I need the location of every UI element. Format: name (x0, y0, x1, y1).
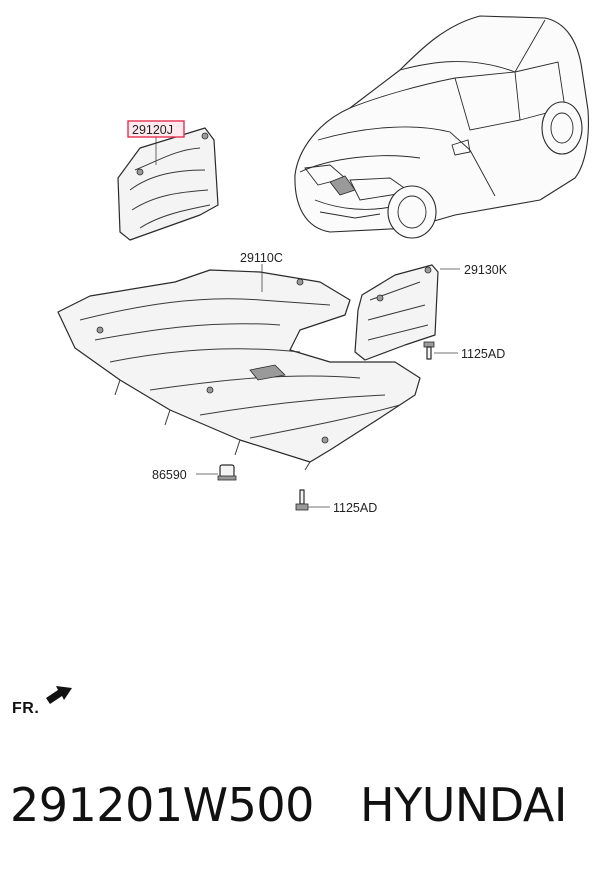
front-direction-label: FR. (12, 700, 40, 717)
bolt-1125ad-lower[interactable] (295, 489, 309, 511)
callout-29120j[interactable]: 29120J (132, 123, 173, 137)
callout-1125ad-upper[interactable]: 1125AD (461, 347, 505, 361)
callout-29130k[interactable]: 29130K (464, 263, 508, 277)
clip-86590[interactable] (217, 464, 237, 481)
leader-lines (155, 137, 460, 508)
part-29110c-under-cover[interactable] (57, 269, 421, 471)
callout-1125ad-lower[interactable]: 1125AD (333, 501, 377, 515)
callout-29110c[interactable]: 29110C (240, 251, 283, 265)
bolt-1125ad-upper[interactable] (423, 341, 435, 360)
vehicle-illustration (294, 15, 589, 239)
front-arrow-icon (46, 686, 72, 704)
highlight-box (127, 120, 185, 138)
part-29120j-shield[interactable] (117, 127, 219, 241)
part-29130k-side-panel[interactable] (354, 264, 439, 361)
part-number: 291201W500 (10, 778, 314, 832)
brand-name: HYUNDAI (360, 778, 567, 832)
callout-86590[interactable]: 86590 (152, 468, 187, 482)
